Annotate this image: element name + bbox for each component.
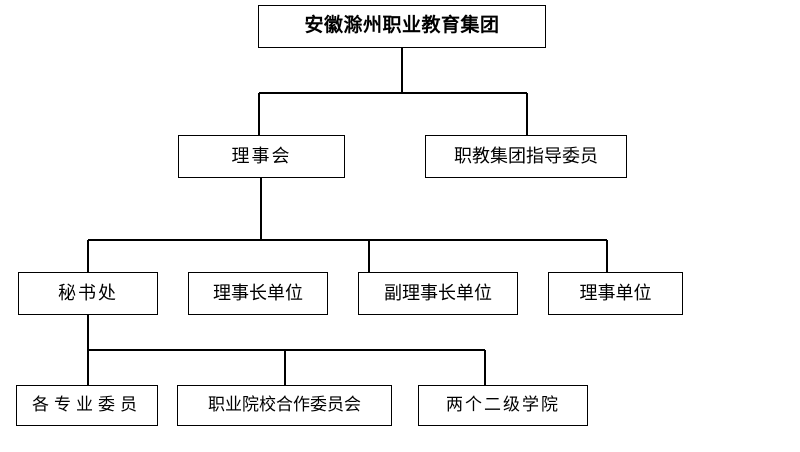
node-label: 理事会 bbox=[231, 145, 292, 166]
node-anhui-chuzhou-vocational-education-group[interactable]: 安徽滁州职业教育集团 bbox=[258, 5, 546, 48]
node-label: 各专业委员 bbox=[32, 395, 142, 415]
node-chair-unit[interactable]: 理事长单位 bbox=[188, 272, 328, 315]
node-secretariat[interactable]: 秘书处 bbox=[18, 272, 158, 315]
node-label: 两个二级学院 bbox=[446, 395, 560, 415]
node-label: 安徽滁州职业教育集团 bbox=[304, 15, 500, 37]
node-school-enterprise-cooperation-committee[interactable]: 职业院校合作委员会 bbox=[177, 385, 392, 426]
node-label: 理事长单位 bbox=[213, 282, 303, 303]
node-specialty-committees[interactable]: 各专业委员 bbox=[16, 385, 158, 426]
node-label: 职教集团指导委员 bbox=[454, 145, 598, 166]
node-label: 副理事长单位 bbox=[384, 282, 492, 303]
node-two-secondary-colleges[interactable]: 两个二级学院 bbox=[418, 385, 588, 426]
node-label: 秘书处 bbox=[58, 282, 118, 303]
node-director-unit[interactable]: 理事单位 bbox=[548, 272, 683, 315]
node-label: 理事单位 bbox=[579, 282, 652, 303]
node-label: 职业院校合作委员会 bbox=[208, 395, 361, 415]
node-guidance-committee[interactable]: 职教集团指导委员 bbox=[425, 135, 627, 178]
node-council[interactable]: 理事会 bbox=[178, 135, 345, 178]
node-vice-chair-unit[interactable]: 副理事长单位 bbox=[358, 272, 518, 315]
